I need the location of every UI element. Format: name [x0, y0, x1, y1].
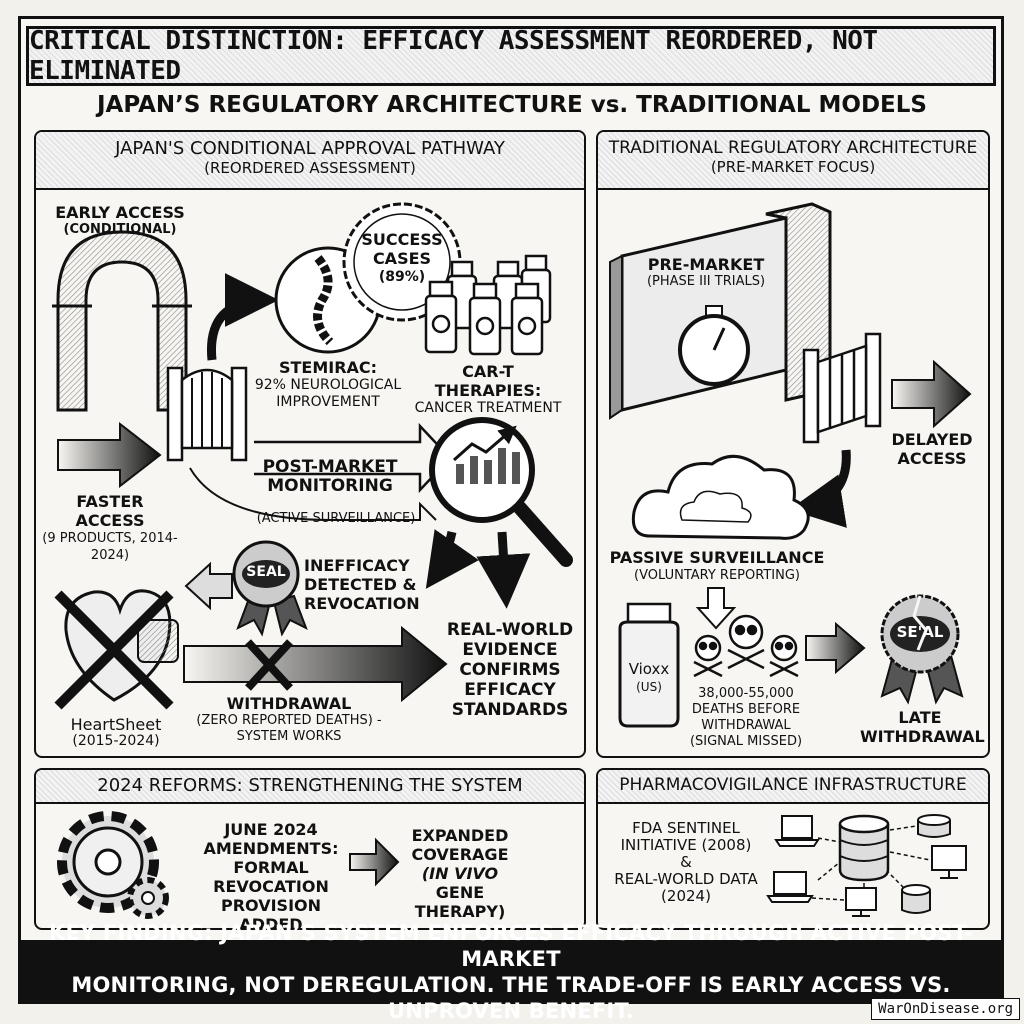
amendments-label: JUNE 2024 AMENDMENTS: FORMAL REVOCATION …: [203, 820, 339, 934]
pv-panel-header: PHARMACOVIGILANCE INFRASTRUCTURE: [598, 770, 988, 804]
active-surveillance-label: (ACTIVE SURVEILLANCE): [256, 511, 416, 526]
early-access-sub: (CONDITIONAL): [63, 222, 177, 237]
withdrawal-label: WITHDRAWAL (ZERO REPORTED DEATHS) - SYST…: [196, 694, 382, 745]
traditional-panel-title: TRADITIONAL REGULATORY ARCHITECTURE: [608, 138, 978, 158]
page-title: CRITICAL DISTINCTION: EFFICACY ASSESSMEN…: [29, 26, 878, 86]
gene-therapy-text: GENE THERAPY): [414, 883, 506, 921]
faster-access-label: FASTER ACCESS (9 PRODUCTS, 2014-2024): [40, 492, 180, 564]
japan-panel-header: JAPAN'S CONDITIONAL APPROVAL PATHWAY (RE…: [36, 132, 584, 190]
heartsheet-title: HeartSheet: [70, 715, 162, 734]
heartsheet-label: HeartSheet (2015-2024): [46, 716, 186, 750]
withdrawal-title: WITHDRAWAL: [226, 694, 352, 713]
deaths-sub: (SIGNAL MISSED): [689, 734, 803, 749]
pv-panel-title: PHARMACOVIGILANCE INFRASTRUCTURE: [619, 775, 967, 795]
page-subtitle: JAPAN’S REGULATORY ARCHITECTURE vs. TRAD…: [97, 92, 927, 118]
success-pct: (89%): [378, 269, 426, 285]
late-withdrawal-label: LATE WITHDRAWAL: [860, 708, 985, 746]
deaths-label: 38,000-55,000 DEATHS BEFORE WITHDRAWAL (…: [680, 686, 812, 750]
vioxx-label: Vioxx (US): [620, 660, 678, 696]
deaths-text: 38,000-55,000 DEATHS BEFORE WITHDRAWAL: [691, 686, 801, 733]
watermark-link[interactable]: WarOnDisease.org: [871, 998, 1020, 1020]
in-vivo-text: (IN VIVO: [421, 864, 499, 883]
rwd-text: REAL-WORLD DATA (2024): [614, 870, 758, 905]
traditional-panel-subtitle: (PRE-MARKET FOCUS): [710, 158, 876, 176]
traditional-panel-header: TRADITIONAL REGULATORY ARCHITECTURE (PRE…: [598, 132, 988, 190]
japan-panel-subtitle: (REORDERED ASSESSMENT): [204, 159, 416, 177]
pv-text: FDA SENTINEL INITIATIVE (2008) & REAL-WO…: [606, 820, 766, 905]
heartsheet-years: (2015-2024): [72, 733, 160, 749]
vioxx-country: (US): [636, 680, 662, 694]
cart-title: CAR-T THERAPIES:: [434, 362, 542, 400]
stemirac-detail: 92% NEUROLOGICAL IMPROVEMENT: [254, 377, 402, 410]
key-finding-text: KEY FINDING: JAPAN’S SYSTEM ENFORCES EFF…: [18, 920, 1004, 1024]
passive-sub: (VOLUNTARY REPORTING): [634, 568, 800, 583]
cart-label: CAR-T THERAPIES: CANCER TREATMENT: [408, 362, 568, 417]
stemirac-title: STEMIRAC:: [278, 358, 378, 377]
reforms-panel-title: 2024 REFORMS: STRENGTHENING THE SYSTEM: [97, 775, 523, 796]
pre-market-sub: (PHASE III TRIALS): [646, 274, 766, 289]
success-cases-label: SUCCESS CASES (89%): [356, 230, 448, 287]
faster-access-detail: (9 PRODUCTS, 2014-2024): [42, 531, 178, 563]
vioxx-name: Vioxx: [628, 660, 670, 678]
key-finding-line2: MONITORING, NOT DEREGULATION. THE TRADE-…: [71, 973, 951, 1023]
rwe-label: REAL-WORLD EVIDENCE CONFIRMS EFFICACY ST…: [446, 620, 574, 720]
delayed-access-label: DELAYED ACCESS: [891, 430, 973, 468]
reforms-panel-header: 2024 REFORMS: STRENGTHENING THE SYSTEM: [36, 770, 584, 804]
amp-text: &: [680, 853, 692, 871]
post-market-label: POST-MARKET MONITORING: [262, 457, 398, 496]
inefficacy-label: INEFFICACY DETECTED & REVOCATION: [304, 556, 420, 613]
expanded-text: EXPANDED COVERAGE: [411, 826, 509, 864]
pre-market-label: PRE-MARKET (PHASE III TRIALS): [644, 256, 768, 290]
stemirac-label: STEMIRAC: 92% NEUROLOGICAL IMPROVEMENT: [250, 358, 406, 411]
early-access-text: EARLY ACCESS: [55, 203, 185, 222]
success-cases-text: SUCCESS CASES: [361, 230, 443, 268]
faster-access-title: FASTER ACCESS: [75, 492, 145, 530]
passive-surveillance-label: PASSIVE SURVEILLANCE (VOLUNTARY REPORTIN…: [604, 548, 830, 584]
key-finding-banner: KEY FINDING: JAPAN’S SYSTEM ENFORCES EFF…: [18, 921, 1004, 1023]
sentinel-text: FDA SENTINEL INITIATIVE (2008): [620, 819, 752, 854]
pre-market-title: PRE-MARKET: [647, 255, 765, 274]
key-finding-line1: KEY FINDING: JAPAN’S SYSTEM ENFORCES EFF…: [49, 921, 973, 971]
expanded-coverage-label: EXPANDED COVERAGE (IN VIVO GENE THERAPY): [400, 826, 520, 921]
title-banner: CRITICAL DISTINCTION: EFFICACY ASSESSMEN…: [26, 26, 996, 86]
japan-panel-title: JAPAN'S CONDITIONAL APPROVAL PATHWAY: [115, 138, 505, 159]
passive-title: PASSIVE SURVEILLANCE: [609, 548, 825, 567]
early-access-label: EARLY ACCESS (CONDITIONAL): [50, 204, 190, 238]
withdrawal-detail: (ZERO REPORTED DEATHS) - SYSTEM WORKS: [196, 713, 382, 744]
seal-text: SEAL: [246, 564, 286, 580]
cart-detail: CANCER TREATMENT: [414, 400, 562, 416]
broken-seal-text: SE'AL: [896, 623, 944, 641]
